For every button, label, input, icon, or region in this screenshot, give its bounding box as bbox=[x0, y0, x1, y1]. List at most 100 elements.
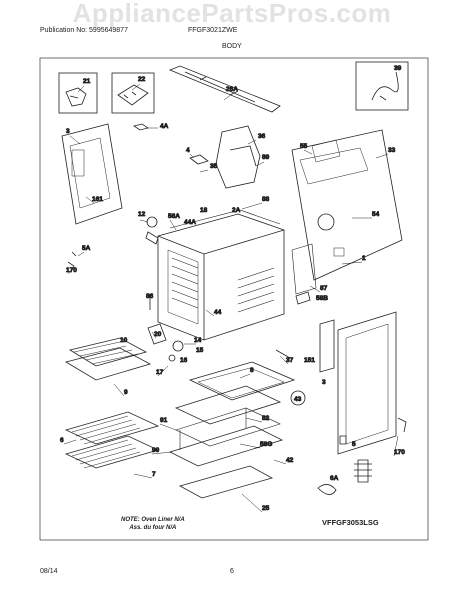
part-21-box bbox=[58, 72, 98, 114]
part-9-broiler-pan bbox=[64, 347, 152, 381]
part-170-screw bbox=[397, 417, 407, 433]
part-22-drawing bbox=[117, 84, 149, 106]
note-line-1: NOTE: Oven Liner N/A bbox=[121, 517, 185, 523]
callout-26a: 26A bbox=[226, 86, 238, 93]
cavity-top-wrap bbox=[169, 209, 281, 229]
callout-21: 21 bbox=[83, 78, 91, 85]
rear-panel-plate bbox=[333, 247, 345, 257]
rack-lower-wires bbox=[71, 439, 141, 469]
diagram-frame bbox=[39, 57, 429, 541]
part-87 bbox=[291, 243, 317, 295]
part-5-leveling-leg bbox=[354, 459, 372, 483]
leader-lines bbox=[63, 83, 399, 513]
model-number: FFGF3021ZWE bbox=[188, 27, 238, 34]
part-8-drawer-top bbox=[188, 361, 296, 401]
part-42-drawer-bottom bbox=[168, 425, 284, 467]
callout-58a: 58A bbox=[168, 213, 180, 220]
callout-8: 8 bbox=[250, 367, 254, 374]
callout-labels: 21 22 26A 39 3 4A 4 36 89 35 55 33 161 8… bbox=[60, 65, 406, 513]
oven-rack-supports bbox=[171, 257, 275, 313]
callout-44a: 44A bbox=[184, 219, 196, 226]
part-12 bbox=[146, 216, 158, 228]
part-6a-foot bbox=[317, 484, 337, 495]
callout-44: 44 bbox=[214, 309, 222, 316]
part-20 bbox=[147, 323, 167, 345]
callout-3-left: 3 bbox=[66, 128, 70, 135]
side-panel-label bbox=[71, 149, 85, 177]
part-39-box bbox=[355, 61, 409, 111]
callout-55: 55 bbox=[300, 143, 308, 150]
part-36-vent-duct bbox=[215, 125, 261, 189]
part-16 bbox=[168, 354, 176, 362]
note-line-2: Ass. du four N/A bbox=[129, 525, 177, 531]
callout-151: 151 bbox=[304, 357, 315, 364]
part-6-rack-upper bbox=[64, 411, 160, 445]
callout-82: 82 bbox=[262, 415, 270, 422]
callout-161: 161 bbox=[92, 196, 103, 203]
callout-5: 5 bbox=[352, 441, 356, 448]
rear-panel-bracket bbox=[299, 147, 369, 185]
part-5a-170-screws bbox=[67, 251, 77, 271]
oven-cavity-outer bbox=[157, 213, 285, 341]
callout-14: 14 bbox=[194, 337, 202, 344]
rack-upper-wires bbox=[71, 415, 141, 445]
part-2a bbox=[145, 231, 159, 245]
callout-54: 54 bbox=[372, 211, 380, 218]
callout-16: 16 bbox=[180, 357, 188, 364]
section-title: BODY bbox=[222, 43, 242, 50]
callout-58b: 58B bbox=[316, 295, 328, 302]
part-4a bbox=[133, 123, 149, 131]
callout-10: 10 bbox=[120, 337, 128, 344]
callout-9: 9 bbox=[124, 389, 128, 396]
oven-liner-note: NOTE: Oven Liner N/A Ass. du four N/A bbox=[121, 516, 185, 532]
side-panel-left-inner bbox=[69, 137, 111, 209]
site-watermark: AppliancePartsPros.com bbox=[72, 0, 392, 28]
part-21-drawing bbox=[65, 87, 87, 107]
callout-91: 91 bbox=[160, 417, 168, 424]
callout-86: 86 bbox=[146, 293, 154, 300]
callout-39: 39 bbox=[394, 65, 402, 72]
part-55 bbox=[311, 139, 341, 163]
publication-number: Publication No: 5995649877 bbox=[40, 27, 128, 34]
callout-88: 88 bbox=[262, 196, 270, 203]
callout-25: 25 bbox=[262, 505, 270, 512]
part-58b bbox=[295, 291, 311, 305]
callout-2a: 2A bbox=[232, 207, 241, 214]
oven-cavity-left-wall bbox=[167, 249, 199, 325]
callout-5a: 5A bbox=[82, 245, 91, 252]
callout-58g: 58G bbox=[260, 441, 272, 448]
callout-17: 17 bbox=[156, 369, 164, 376]
part-82-drawer-frame bbox=[174, 385, 282, 425]
right-side-panel bbox=[337, 311, 397, 455]
side-panel-left bbox=[61, 123, 123, 225]
callout-33: 33 bbox=[388, 147, 396, 154]
rear-panel-hole bbox=[317, 213, 335, 231]
part-39-wiring bbox=[371, 71, 399, 101]
diagram-code: VFFGF3053LSG bbox=[322, 518, 379, 527]
callout-37: 37 bbox=[286, 357, 294, 364]
part-151 bbox=[319, 319, 335, 373]
right-side-panel-inner bbox=[345, 323, 389, 445]
part-10-broiler-grid bbox=[68, 337, 148, 367]
callout-170-right: 170 bbox=[394, 449, 405, 456]
part-43 bbox=[290, 390, 306, 406]
part-15 bbox=[172, 340, 184, 352]
part-7-rack-lower bbox=[64, 435, 160, 469]
part-37 bbox=[275, 349, 291, 359]
callout-36: 36 bbox=[258, 133, 266, 140]
part-26a-bracket bbox=[168, 65, 281, 113]
callout-22: 22 bbox=[138, 76, 146, 83]
callout-7: 7 bbox=[152, 471, 156, 478]
callout-4: 4 bbox=[186, 147, 190, 154]
footer-page-number: 6 bbox=[230, 568, 234, 575]
callout-4a: 4A bbox=[160, 123, 169, 130]
callout-18: 18 bbox=[200, 207, 208, 214]
part-5-leg-upper bbox=[339, 435, 347, 445]
part-25-drawer-liner bbox=[178, 465, 274, 499]
callout-20: 20 bbox=[154, 331, 162, 338]
callout-90: 90 bbox=[152, 447, 160, 454]
callout-3-right: 3 bbox=[322, 379, 326, 386]
callout-35: 35 bbox=[210, 163, 218, 170]
